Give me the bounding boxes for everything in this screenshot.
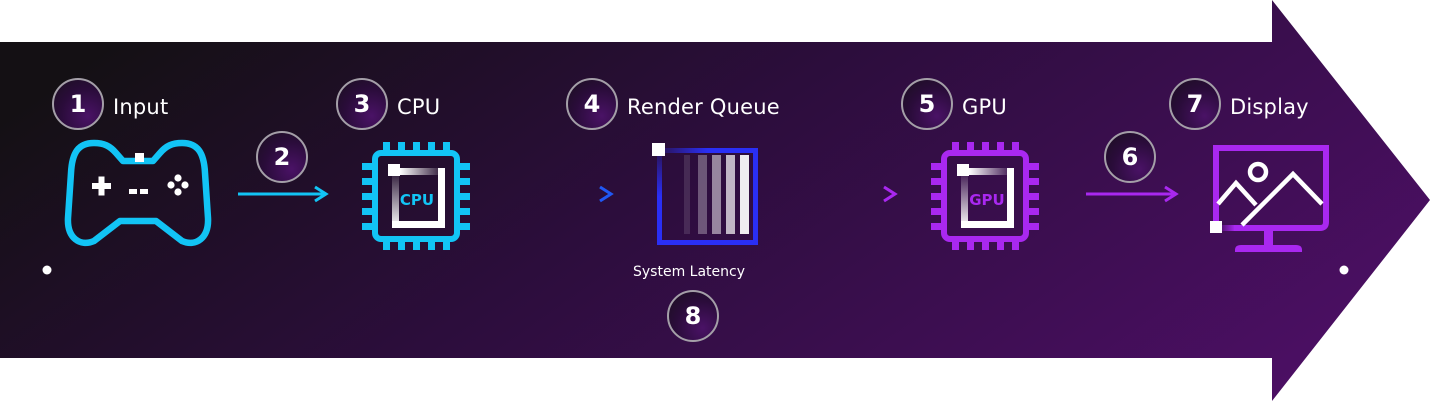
arrow-render-queue-to-gpu [806, 185, 898, 203]
stage-label-display: Display [1230, 95, 1309, 119]
step-badge-2: 2 [256, 131, 308, 183]
step-badge-7: 7 [1169, 78, 1221, 130]
step-badge-5: 5 [901, 78, 953, 130]
render-queue-icon [652, 143, 758, 245]
step-badge-4: 4 [566, 78, 618, 130]
system-latency-line [42, 265, 1349, 275]
stage-label-gpu: GPU [962, 95, 1007, 119]
step-badge-1: 1 [52, 78, 104, 130]
stage-label-render-queue: Render Queue [627, 95, 780, 119]
arrow-gpu-to-display [1086, 185, 1179, 203]
arrow-input-to-cpu [238, 185, 329, 203]
stage-label-cpu: CPU [397, 95, 441, 119]
system-latency-label: System Latency [633, 264, 745, 280]
arrow-cpu-to-render-queue [522, 185, 614, 203]
step-badge-6: 6 [1104, 131, 1156, 183]
latency-start-dot [42, 265, 52, 275]
stage-label-input: Input [113, 95, 169, 119]
gamepad-icon [64, 139, 212, 246]
monitor-icon [1210, 145, 1329, 252]
step-badge-3: 3 [336, 78, 388, 130]
cpu-chip-icon: CPU [362, 142, 470, 250]
latency-end-dot [1339, 265, 1349, 275]
gpu-chip-icon: GPU [931, 142, 1039, 250]
cpu-chip-text: CPU [400, 191, 434, 209]
queued-frames [684, 155, 749, 234]
step-badge-8: 8 [667, 290, 719, 342]
gpu-chip-text: GPU [969, 191, 1005, 209]
